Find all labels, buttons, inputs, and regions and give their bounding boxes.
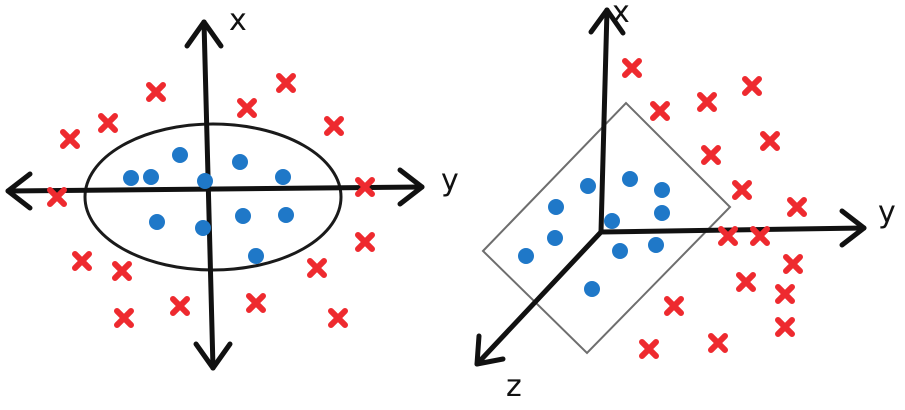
right-inner-point-11 bbox=[584, 281, 600, 297]
left-y-axis bbox=[5, 167, 425, 211]
left-y-axis-label: y bbox=[441, 163, 459, 198]
left-outer-class-points bbox=[47, 73, 375, 328]
left-ellipse-boundary bbox=[83, 122, 343, 272]
left-outer-cross-2 bbox=[276, 73, 296, 93]
left-outer-cross-12 bbox=[307, 258, 327, 278]
right-panel: x y z bbox=[474, 0, 896, 404]
left-inner-point-10 bbox=[278, 207, 294, 223]
right-outer-cross-9 bbox=[718, 226, 738, 246]
right-inner-point-1 bbox=[580, 178, 596, 194]
right-outer-cross-7 bbox=[732, 180, 752, 200]
right-inner-class-points bbox=[518, 171, 670, 297]
left-outer-cross-3 bbox=[237, 98, 257, 118]
right-outer-cross-17 bbox=[639, 339, 659, 359]
right-inner-point-2 bbox=[622, 171, 638, 187]
left-inner-point-1 bbox=[123, 170, 139, 186]
right-inner-point-5 bbox=[654, 205, 670, 221]
left-x-axis bbox=[184, 19, 233, 371]
right-inner-point-3 bbox=[654, 182, 670, 198]
right-outer-cross-5 bbox=[760, 131, 780, 151]
left-outer-cross-15 bbox=[246, 293, 266, 313]
left-inner-point-7 bbox=[149, 214, 165, 230]
right-inner-point-6 bbox=[604, 213, 620, 229]
right-inner-point-8 bbox=[612, 243, 628, 259]
left-outer-cross-6 bbox=[324, 116, 344, 136]
right-outer-class-points bbox=[622, 58, 807, 359]
right-outer-cross-10 bbox=[750, 226, 770, 246]
right-outer-cross-13 bbox=[775, 284, 795, 304]
left-inner-point-2 bbox=[143, 169, 159, 185]
right-z-axis-label: z bbox=[506, 369, 522, 404]
right-outer-cross-8 bbox=[787, 197, 807, 217]
left-outer-cross-16 bbox=[328, 308, 348, 328]
left-inner-point-9 bbox=[235, 208, 251, 224]
right-plane-boundary bbox=[481, 101, 732, 355]
right-outer-cross-16 bbox=[708, 333, 728, 353]
left-inner-point-8 bbox=[195, 220, 211, 236]
right-z-axis bbox=[474, 229, 604, 367]
left-outer-cross-10 bbox=[72, 251, 92, 271]
left-outer-cross-14 bbox=[170, 296, 190, 316]
left-inner-point-5 bbox=[232, 154, 248, 170]
right-outer-cross-1 bbox=[622, 58, 642, 78]
left-outer-cross-5 bbox=[60, 129, 80, 149]
left-panel: x y bbox=[5, 3, 459, 371]
left-outer-cross-7 bbox=[47, 187, 67, 207]
right-inner-point-4 bbox=[548, 199, 564, 215]
right-inner-point-7 bbox=[547, 230, 563, 246]
right-outer-cross-15 bbox=[664, 296, 684, 316]
left-inner-class-points bbox=[123, 147, 294, 264]
right-outer-cross-12 bbox=[736, 272, 756, 292]
right-y-axis-label: y bbox=[878, 195, 896, 230]
right-inner-point-9 bbox=[648, 237, 664, 253]
left-inner-point-4 bbox=[197, 173, 213, 189]
right-inner-point-10 bbox=[518, 248, 534, 264]
left-inner-point-6 bbox=[275, 169, 291, 185]
right-x-axis-label: x bbox=[612, 0, 630, 30]
left-x-axis-label: x bbox=[229, 3, 247, 38]
left-outer-cross-1 bbox=[146, 82, 166, 102]
right-x-axis bbox=[588, 7, 626, 235]
left-outer-cross-8 bbox=[355, 177, 375, 197]
right-outer-cross-6 bbox=[701, 145, 721, 165]
left-inner-point-11 bbox=[248, 248, 264, 264]
left-inner-point-3 bbox=[172, 147, 188, 163]
left-outer-cross-9 bbox=[355, 232, 375, 252]
right-outer-cross-11 bbox=[783, 254, 803, 274]
left-outer-cross-4 bbox=[98, 113, 118, 133]
right-outer-cross-14 bbox=[775, 317, 795, 337]
right-outer-cross-4 bbox=[697, 92, 717, 112]
left-outer-cross-11 bbox=[112, 261, 132, 281]
right-outer-cross-3 bbox=[650, 101, 670, 121]
right-outer-cross-2 bbox=[742, 76, 762, 96]
left-outer-cross-13 bbox=[114, 308, 134, 328]
